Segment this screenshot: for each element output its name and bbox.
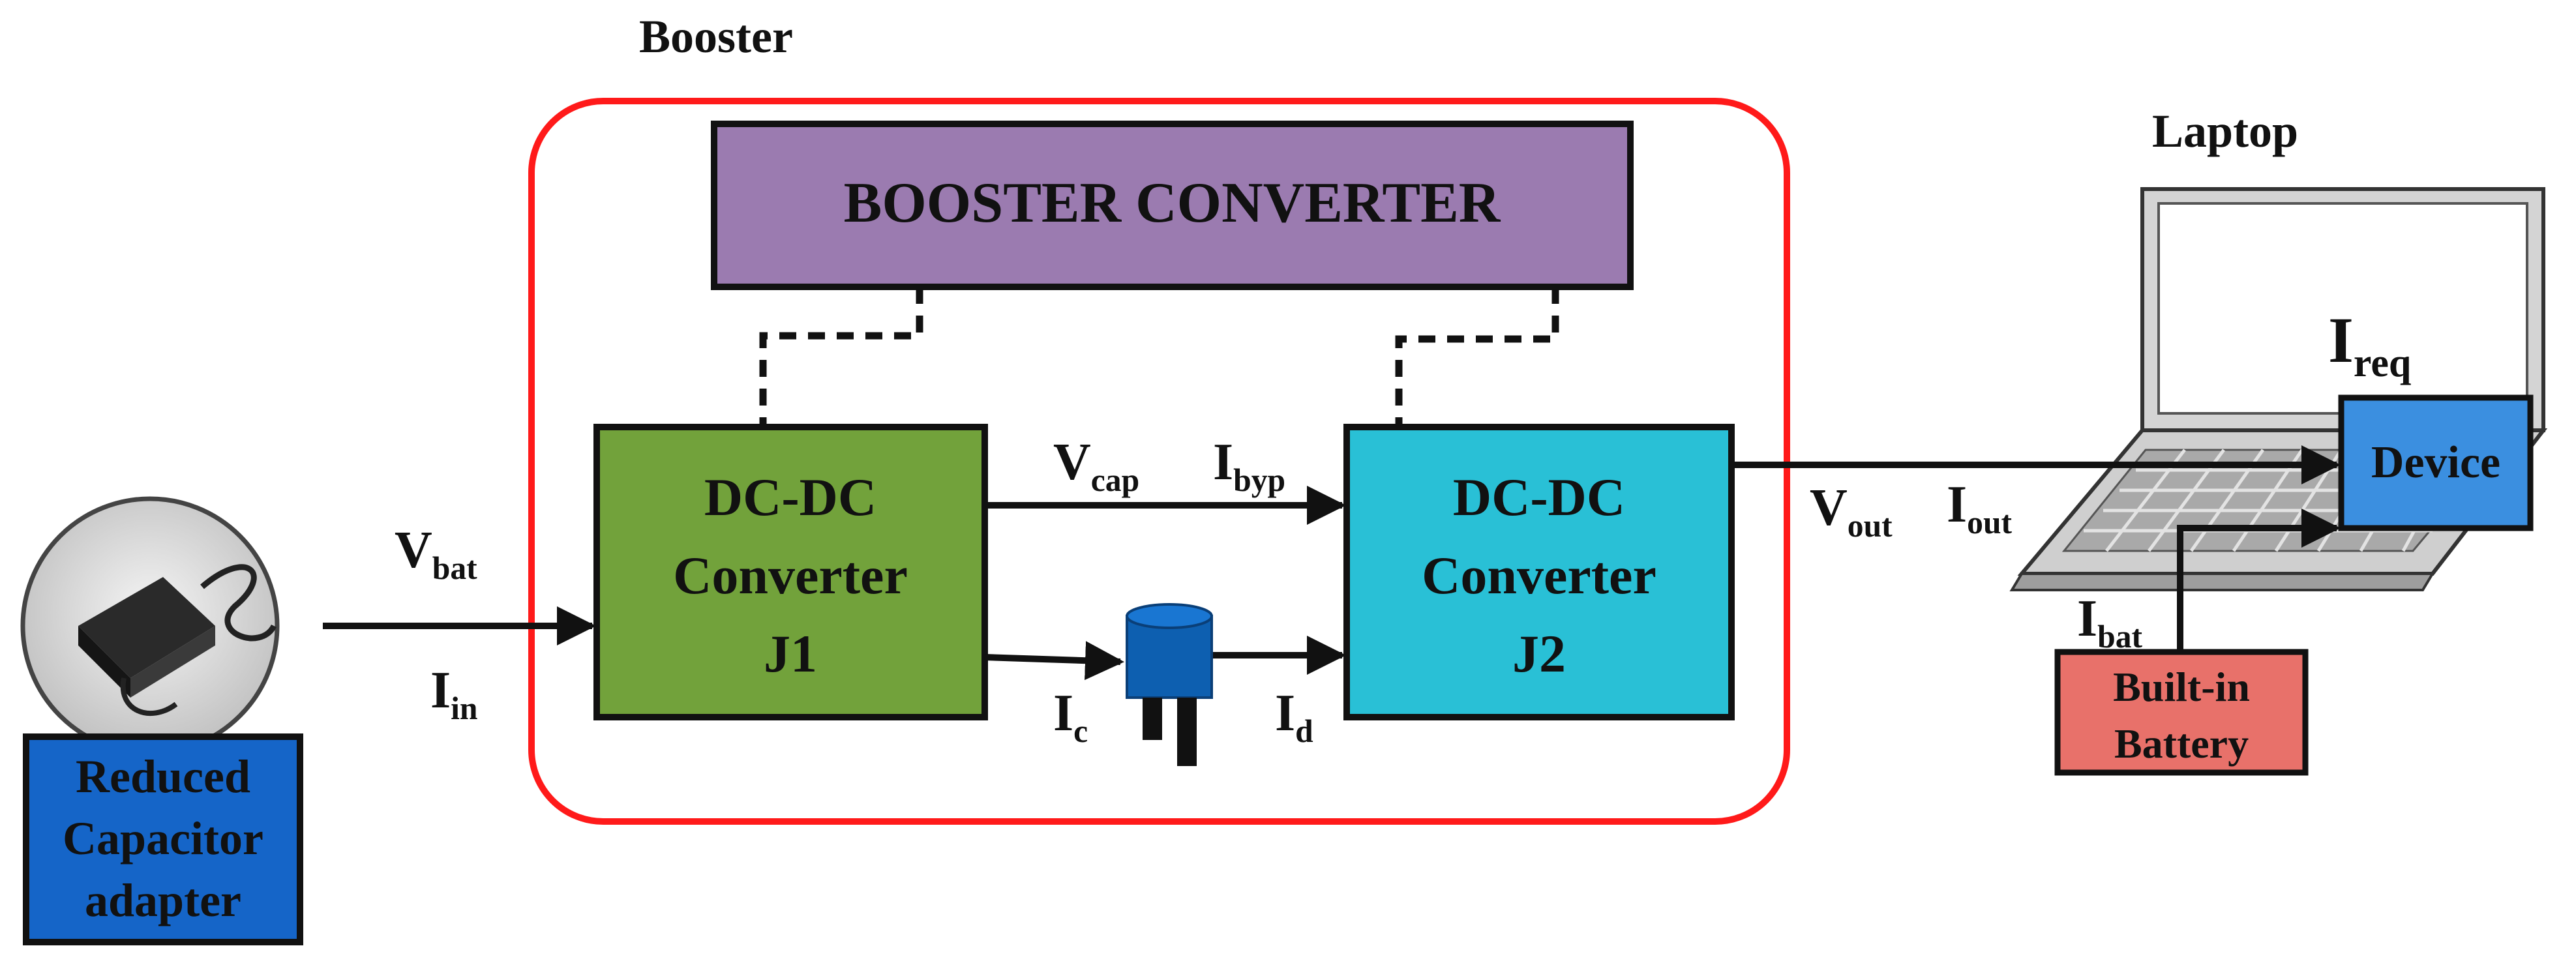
vout-label: Vout — [1810, 479, 1893, 544]
ic-arrow — [984, 641, 1124, 681]
converter-j1-line2: Converter — [673, 546, 908, 605]
booster-enclosure — [528, 98, 1790, 825]
adapter-box — [23, 733, 303, 945]
battery-arrow — [2177, 509, 2341, 652]
ibat-label: Ibat — [2077, 590, 2143, 655]
power-adapter-icon — [20, 496, 280, 756]
control-line-j1 — [759, 287, 923, 427]
capacitor-icon — [1126, 603, 1213, 766]
ireq-label: Ireq — [2328, 304, 2411, 385]
converter-j2-line3: J2 — [1512, 624, 1566, 683]
converter-j2-box — [1343, 424, 1735, 720]
ic-label: Ic — [1053, 685, 1088, 749]
ibyp-label: Ibyp — [1213, 434, 1285, 498]
booster-converter-label: BOOSTER CONVERTER — [844, 171, 1501, 235]
battery-box — [2054, 649, 2309, 776]
booster-title: Booster — [639, 10, 793, 63]
device-label: Device — [2371, 437, 2500, 488]
battery-line2: Battery — [2114, 720, 2249, 767]
device-box — [2338, 394, 2534, 531]
converter-j2-line2: Converter — [1422, 546, 1656, 605]
iout-label: Iout — [1947, 476, 2013, 540]
vcap-label: Vcap — [1053, 434, 1139, 498]
adapter-line2: Capacitor — [63, 812, 263, 865]
adapter-line1: Reduced — [76, 750, 250, 803]
converter-j1-line3: J1 — [764, 624, 817, 683]
battery-line1: Built-in — [2113, 664, 2250, 710]
converter-j1-box — [593, 424, 988, 720]
iin-label: Iin — [430, 662, 478, 726]
id-label: Id — [1275, 685, 1313, 749]
laptop-title: Laptop — [2152, 105, 2298, 157]
converter-j1-line1: DC-DC — [704, 467, 876, 527]
converter-j2-line1: DC-DC — [1453, 467, 1625, 527]
booster-converter-box — [711, 121, 1634, 290]
adapter-line3: adapter — [85, 874, 241, 926]
vbat-label: Vbat — [395, 522, 477, 586]
control-line-j2 — [1395, 287, 1559, 427]
